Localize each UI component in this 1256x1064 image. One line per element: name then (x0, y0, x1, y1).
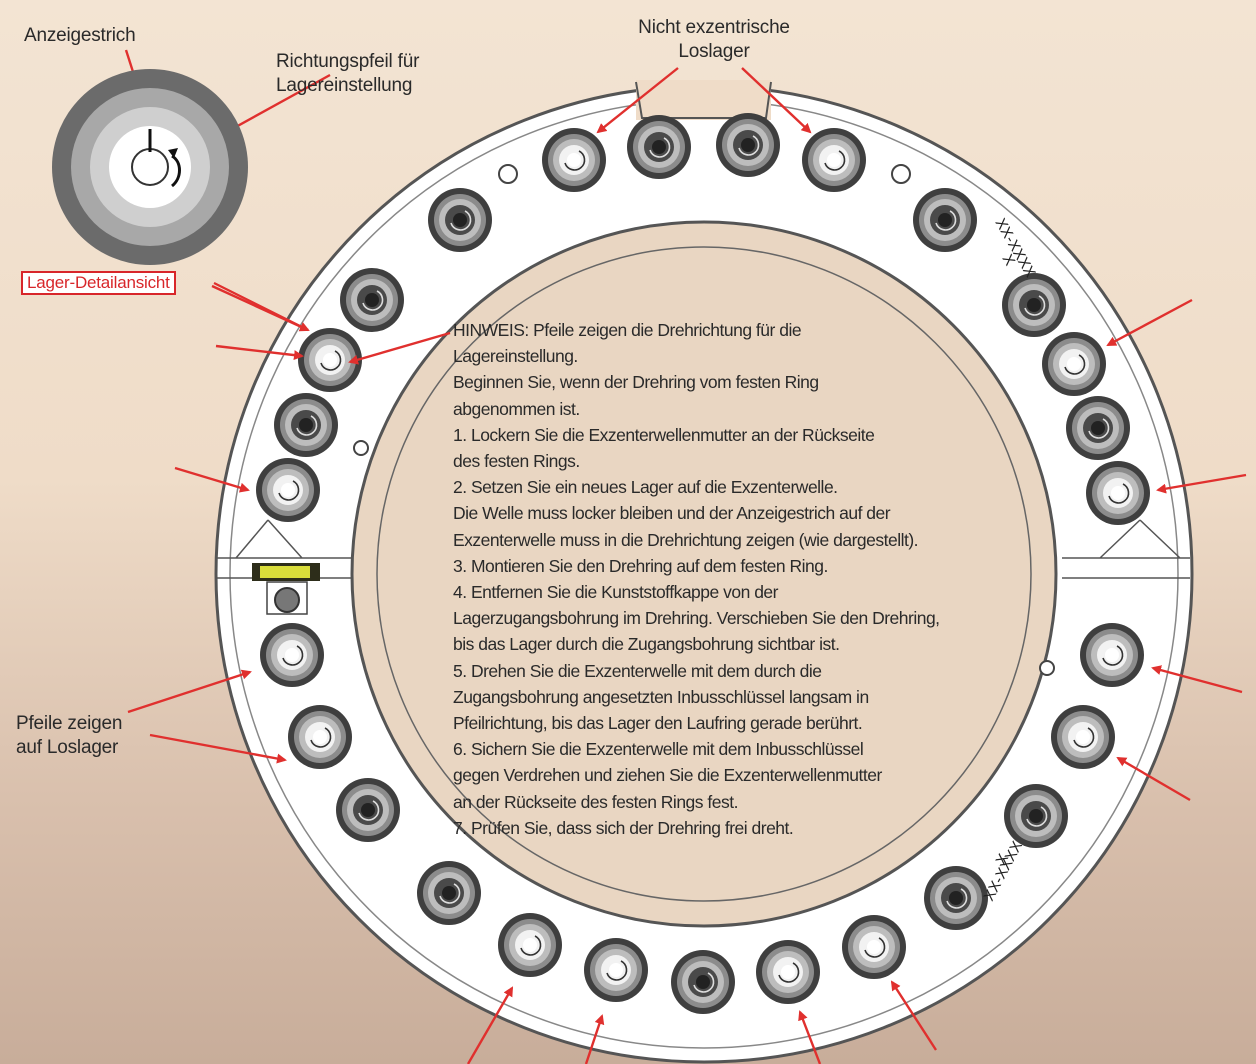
pointer-arrow (174, 466, 250, 493)
direction-arrow-label: Richtungspfeil für Lagereinstellung (276, 50, 419, 98)
note-line: Zugangsbohrung angesetzten Inbusschlüsse… (453, 686, 869, 707)
bearing (1080, 623, 1144, 687)
bearing (298, 328, 362, 392)
bearing (274, 393, 338, 457)
bearing (842, 915, 906, 979)
non-eccentric-label: Nicht exzentrische Loslager (614, 16, 814, 64)
direction-arrow-label-line1: Richtungspfeil für (276, 51, 420, 72)
pointer-arrow (798, 1010, 822, 1064)
bearing (336, 778, 400, 842)
pointer-arrow (1156, 473, 1247, 494)
bearing-ring (214, 80, 1194, 1064)
pointer-arrow (149, 733, 287, 764)
pointer-arrow (596, 67, 679, 134)
bearing (417, 861, 481, 925)
note-line: 3. Montieren Sie den Drehring auf dem fe… (453, 555, 828, 576)
access-fixture (252, 563, 320, 615)
bearing (627, 115, 691, 179)
note-line: Pfeilrichtung, bis das Lager den Laufrin… (453, 713, 863, 734)
note-line: 4. Entfernen Sie die Kunststoffkappe von… (453, 582, 779, 603)
arrows-point-label: Pfeile zeigen auf Loslager (16, 712, 122, 760)
note-line: des festen Rings. (453, 451, 580, 472)
bearing (924, 866, 988, 930)
bearing (260, 623, 324, 687)
bearing (1066, 396, 1130, 460)
note-line: Exzenterwelle muss in die Drehrichtung z… (453, 529, 919, 550)
note-line: 5. Drehen Sie die Exzenterwelle mit dem … (453, 660, 822, 681)
pointer-arrow (1116, 756, 1191, 802)
pointer-arrow (1151, 665, 1243, 694)
note-line: bis das Lager durch die Zugangsbohrung s… (453, 634, 840, 655)
bearing (802, 128, 866, 192)
pointer-arrow (127, 669, 252, 714)
pointer-arrow (466, 986, 514, 1064)
note-line: Die Welle muss locker bleiben und der An… (453, 503, 891, 524)
pointer-arrow (890, 980, 938, 1051)
pointer-arrow (348, 331, 451, 365)
non-eccentric-label-line2: Loslager (678, 41, 750, 62)
indicator-line-label: Anzeigestrich (24, 25, 136, 46)
note-line: Beginnen Sie, wenn der Drehring vom fest… (453, 372, 819, 393)
bearing (716, 113, 780, 177)
note-line: 6. Sichern Sie die Exzenterwelle mit dem… (453, 739, 864, 760)
bearing (1051, 705, 1115, 769)
bearing (428, 188, 492, 252)
bearing (256, 458, 320, 522)
bearing (671, 950, 735, 1014)
pointer-arrow (741, 67, 812, 134)
detail-leader-line (213, 282, 309, 331)
bearing (913, 188, 977, 252)
arrow-set (124, 49, 1247, 1064)
bearing (584, 938, 648, 1002)
arrows-point-label-line1: Pfeile zeigen (16, 713, 123, 734)
arrows-point-label-line2: auf Loslager (16, 737, 119, 758)
bearing (1004, 784, 1068, 848)
note-line: HINWEIS: Pfeile zeigen die Drehrichtung … (453, 320, 802, 340)
bearing-set (256, 113, 1150, 1014)
note-line: 7. Prüfen Sie, dass sich der Drehring fr… (453, 817, 794, 838)
bearing (756, 940, 820, 1004)
note-line: gegen Verdrehen und ziehen Sie die Exzen… (453, 765, 882, 786)
bearing (498, 913, 562, 977)
note-line: 2. Setzen Sie ein neues Lager auf die Ex… (453, 477, 838, 498)
note-line: an der Rückseite des festen Rings fest. (453, 791, 738, 812)
instruction-note: HINWEIS: Pfeile zeigen die Drehrichtung … (453, 317, 1053, 841)
bearing (288, 705, 352, 769)
non-eccentric-label-line1: Nicht exzentrische (638, 17, 790, 38)
pointer-arrow (215, 344, 304, 361)
detail-view-label: Lager-Detailansicht (21, 271, 176, 295)
pointer-arrow (1106, 298, 1193, 347)
bearing (542, 128, 606, 192)
pointer-arrow (584, 1014, 605, 1064)
bearing-detail-view (52, 69, 248, 265)
bearing (1002, 273, 1066, 337)
note-line: abgenommen ist. (453, 398, 580, 419)
bearing (1042, 332, 1106, 396)
note-line: Lagereinstellung. (453, 346, 578, 367)
note-line: 1. Lockern Sie die Exzenterwellenmutter … (453, 424, 875, 445)
direction-arrow-label-line2: Lagereinstellung (276, 75, 413, 96)
note-line: Lagerzugangsbohrung im Drehring. Verschi… (453, 608, 940, 629)
bearing (1086, 461, 1150, 525)
bearing (340, 268, 404, 332)
